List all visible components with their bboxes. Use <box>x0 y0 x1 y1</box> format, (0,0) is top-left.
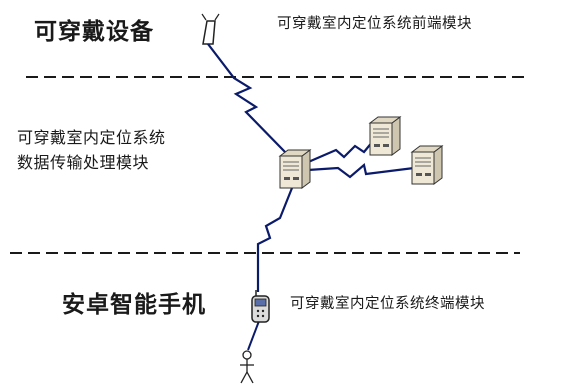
phone-person-link <box>247 320 260 351</box>
android-phone-label: 安卓智能手机 <box>62 292 206 318</box>
terminal-module-label: 可穿戴室内定位系统终端模块 <box>290 296 485 312</box>
data-processing-module-label-line1: 可穿戴室内定位系统 <box>17 128 166 147</box>
front-end-module-label: 可穿戴室内定位系统前端模块 <box>277 16 472 32</box>
server-icon <box>411 145 443 185</box>
data-processing-module-label-line2: 数据传输处理模块 <box>17 153 150 172</box>
wireless-link-icon <box>307 162 415 179</box>
wearable-device-label: 可穿戴设备 <box>34 19 154 45</box>
server-icon <box>369 116 401 156</box>
mobile-phone-icon <box>251 290 270 323</box>
wireless-link-icon <box>207 43 287 154</box>
wearable-device-icon <box>201 13 220 45</box>
wireless-link-icon <box>305 134 379 165</box>
person-icon <box>240 350 254 384</box>
server-icon <box>279 149 311 189</box>
wireless-link-icon <box>256 187 294 292</box>
